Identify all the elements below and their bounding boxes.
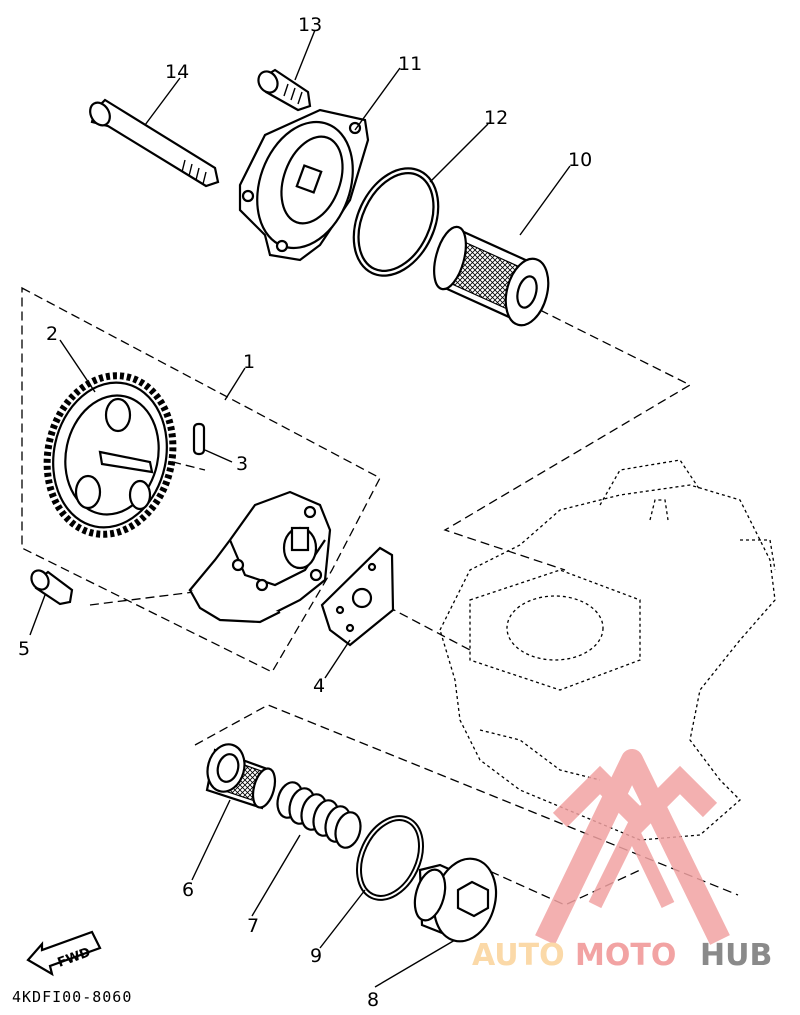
short-bolt xyxy=(257,68,312,112)
svg-text:MOTO: MOTO xyxy=(575,938,676,973)
callout-11: 11 xyxy=(398,53,422,75)
callout-2: 2 xyxy=(46,323,58,345)
callout-10: 10 xyxy=(568,149,592,171)
svg-text:HUB: HUB xyxy=(700,938,772,973)
svg-text:AUTO: AUTO xyxy=(472,938,565,973)
callout-6: 6 xyxy=(182,879,194,901)
oil-pump-body xyxy=(188,490,332,624)
crankcase-outline xyxy=(439,459,776,841)
fwd-arrow: FWD xyxy=(26,930,102,977)
diagram-code: 4KDFI00-8060 xyxy=(12,988,132,1006)
strainer-box-line xyxy=(194,704,739,896)
callout-14: 14 xyxy=(165,61,189,83)
callout-5: 5 xyxy=(18,638,30,660)
long-bolt xyxy=(89,98,220,188)
assembly-boundary xyxy=(21,286,381,673)
callout-1: 1 xyxy=(243,351,255,373)
callout-12: 12 xyxy=(484,107,508,129)
automotohub-logo xyxy=(535,749,730,945)
drain-plug xyxy=(413,857,498,943)
callout-13: 13 xyxy=(298,14,322,36)
automotohub-wordmark: AUTO MOTO HUB xyxy=(472,938,772,973)
dowel-pin xyxy=(192,422,206,456)
callout-9: 9 xyxy=(310,945,322,967)
pump-screw xyxy=(30,569,74,606)
callout-leaders xyxy=(29,29,571,988)
small-o-ring xyxy=(356,815,424,901)
filter-cover xyxy=(238,108,370,262)
compression-spring xyxy=(276,781,362,849)
pump-drive-gear xyxy=(43,372,177,538)
callout-3: 3 xyxy=(236,453,248,475)
oil-strainer xyxy=(205,743,277,810)
callout-7: 7 xyxy=(247,915,259,937)
large-o-ring xyxy=(352,167,440,277)
drain-plug-line xyxy=(464,859,641,906)
oil-filter-element xyxy=(433,225,550,327)
filter-to-crankcase-line xyxy=(443,309,692,571)
callout-4: 4 xyxy=(313,675,325,697)
callout-8: 8 xyxy=(367,989,379,1011)
pump-gasket xyxy=(320,546,395,647)
